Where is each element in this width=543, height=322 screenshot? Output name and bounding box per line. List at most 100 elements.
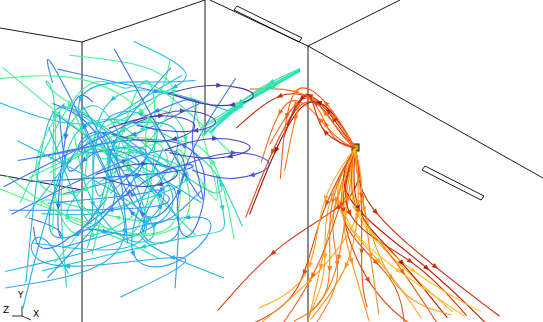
flow-arrowhead [140, 124, 148, 132]
flow-arrowhead [432, 263, 440, 271]
streamline [287, 95, 355, 148]
flow-arrowhead [343, 197, 349, 204]
streamline [280, 88, 355, 179]
flow-arrowhead [368, 253, 374, 260]
streamline [96, 164, 178, 187]
streamline [202, 70, 300, 135]
flow-arrowhead [407, 258, 415, 266]
streamline [212, 71, 300, 133]
flow-arrowhead [248, 172, 255, 178]
streamline [61, 119, 222, 287]
streamline [74, 59, 171, 180]
streamline [209, 69, 300, 132]
flow-arrowhead [64, 213, 70, 219]
flow-arrowhead [102, 229, 109, 235]
streamline [49, 68, 171, 238]
axis-line [12, 316, 22, 317]
flow-arrowhead [327, 266, 332, 272]
flow-arrowhead [315, 99, 322, 105]
flow-arrowhead [184, 215, 190, 221]
flow-arrowhead [306, 262, 313, 269]
flow-arrowhead [65, 102, 72, 110]
flow-arrowhead [292, 88, 299, 94]
flow-arrowhead [329, 192, 336, 199]
flow-arrowhead [53, 112, 58, 118]
streamline [250, 89, 355, 148]
flow-arrowhead [357, 210, 364, 218]
streamline [211, 71, 300, 133]
flow-arrowhead [125, 179, 132, 187]
streamline [284, 94, 355, 172]
flow-arrowhead [138, 231, 144, 236]
flow-arrowhead [125, 189, 133, 197]
flow-arrowhead [145, 175, 152, 183]
streamline [311, 148, 359, 319]
flow-arrowhead [159, 88, 167, 95]
flow-arrowhead [109, 95, 117, 103]
flow-arrowhead [88, 232, 95, 238]
flow-arrowhead [355, 200, 360, 206]
streamline [87, 146, 188, 248]
flow-arrowhead [387, 274, 394, 282]
flow-arrowhead [268, 250, 276, 258]
flow-arrowhead [132, 173, 140, 181]
wall-edge [308, 0, 400, 46]
flow-arrowhead [144, 214, 152, 222]
streamline [168, 85, 254, 105]
streamline [165, 138, 251, 158]
streamline [0, 76, 190, 236]
flow-arrowhead [322, 120, 329, 128]
streamline [5, 80, 195, 288]
flow-arrowhead [323, 200, 330, 207]
flow-arrowhead [112, 145, 118, 152]
streamline [250, 102, 355, 215]
flow-arrowhead [375, 258, 383, 266]
wall-edge [82, 0, 205, 42]
streamline [355, 148, 452, 315]
flow-arrowhead [292, 115, 298, 122]
flow-arrowhead [209, 158, 216, 166]
flow-arrowhead [199, 180, 206, 188]
flow-arrowhead [157, 202, 164, 210]
flow-arrowhead [335, 261, 340, 267]
streamline [4, 49, 203, 199]
axis-line [22, 316, 31, 320]
flow-arrowhead [144, 114, 152, 122]
flow-arrowhead [81, 186, 88, 193]
flow-arrowhead [316, 116, 324, 124]
streamline [134, 111, 216, 132]
flow-arrowhead [180, 108, 186, 113]
flow-arrowhead [395, 267, 403, 275]
flow-arrowhead [128, 208, 136, 216]
streamline [204, 72, 300, 136]
axis-label: Y [18, 291, 24, 300]
streamline [351, 148, 444, 322]
flow-arrowhead [398, 259, 406, 267]
flow-arrowhead [155, 191, 163, 199]
flow-arrowhead [423, 264, 431, 272]
flow-arrowhead [139, 244, 146, 250]
flow-arrowhead [322, 99, 330, 107]
flow-arrowhead [276, 93, 283, 100]
flow-arrowhead [81, 148, 89, 156]
ceiling-slot [234, 6, 302, 42]
flow-arrowhead [77, 96, 84, 103]
flow-arrowhead [124, 164, 132, 172]
flow-arrowhead [372, 209, 380, 217]
flow-arrowhead [183, 136, 188, 142]
flow-arrowhead [65, 159, 72, 167]
streamline [183, 153, 269, 179]
flow-arrowhead [58, 104, 65, 110]
flow-arrowhead [84, 153, 90, 160]
flow-arrowhead [226, 154, 233, 160]
flow-arrowhead [216, 83, 222, 88]
flow-arrowhead [149, 171, 155, 178]
flow-arrowhead [322, 253, 327, 259]
flow-arrowhead [114, 214, 121, 220]
flow-arrowhead [132, 233, 138, 238]
flow-arrowhead [220, 205, 226, 212]
streamline [341, 148, 404, 322]
flow-arrowhead [179, 142, 186, 149]
flow-arrowhead [301, 269, 308, 276]
